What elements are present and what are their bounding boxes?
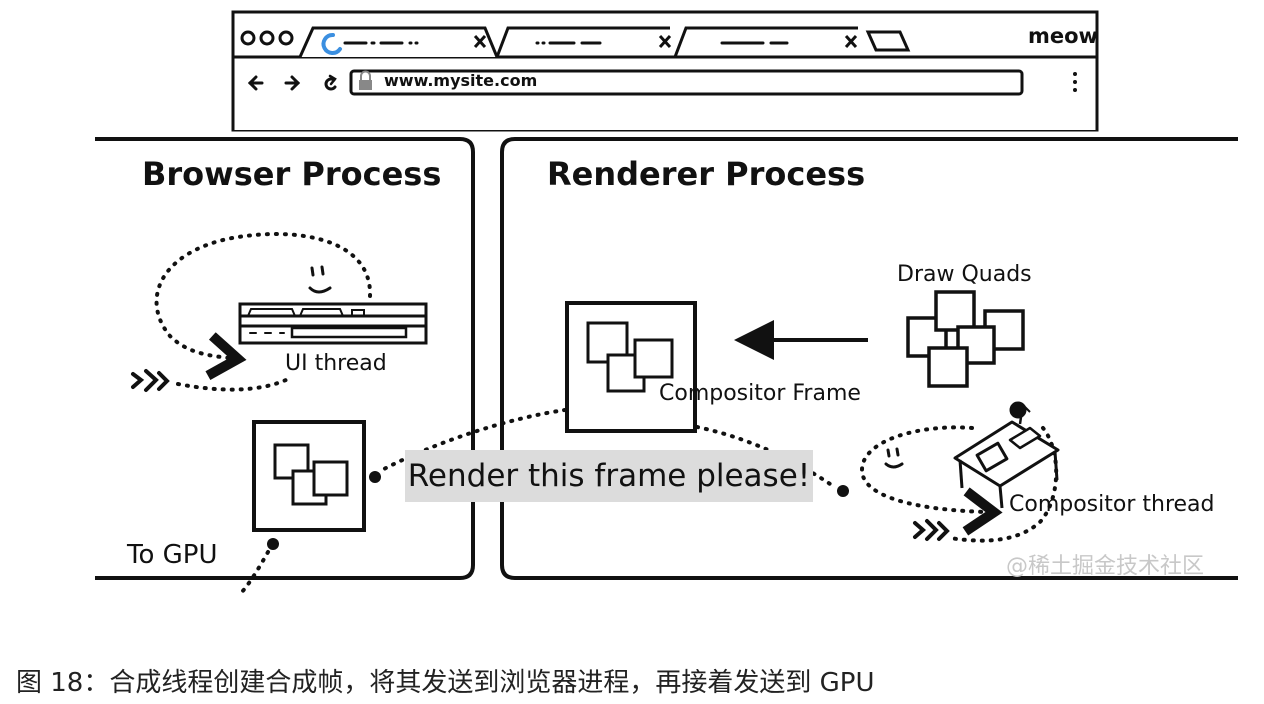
motion-lines-icon bbox=[131, 369, 170, 392]
motion-lines-icon bbox=[913, 519, 950, 541]
path-endpoint-dot bbox=[837, 485, 849, 497]
browser-menu-label: meow bbox=[1028, 24, 1098, 48]
to-gpu-label: To GPU bbox=[127, 540, 218, 570]
compositor-frame-label: Compositor Frame bbox=[659, 381, 861, 406]
drafting-table-icon bbox=[953, 401, 1060, 509]
path-endpoint-dot bbox=[369, 471, 381, 483]
ui-thread-loop bbox=[154, 232, 373, 392]
compositor-frame bbox=[565, 301, 697, 433]
loading-spinner-icon bbox=[321, 33, 342, 55]
forward-icon[interactable] bbox=[284, 75, 301, 91]
tab-2[interactable] bbox=[495, 26, 670, 58]
tab-3[interactable] bbox=[673, 26, 858, 58]
draw-quads-icon bbox=[906, 290, 1025, 388]
browser-process-title: Browser Process bbox=[142, 155, 442, 193]
render-request-message: Render this frame please! bbox=[405, 450, 813, 502]
smiley-face-icon bbox=[308, 265, 332, 294]
ui-thread-browser-icon bbox=[238, 302, 428, 345]
compositor-thread-label: Compositor thread bbox=[1009, 492, 1215, 517]
gpu-connector bbox=[240, 538, 279, 594]
new-tab-button[interactable] bbox=[865, 30, 911, 52]
url-text[interactable]: www.mysite.com bbox=[384, 71, 538, 90]
smiley-face-icon bbox=[884, 447, 904, 469]
figure-caption: 图 18：合成线程创建合成帧，将其发送到浏览器进程，再接着发送到 GPU bbox=[16, 668, 875, 698]
back-icon[interactable] bbox=[247, 75, 264, 91]
compositor-frame-in-browser bbox=[252, 420, 366, 532]
watermark: @稀土掘金技术社区 bbox=[1006, 554, 1205, 579]
renderer-process-title: Renderer Process bbox=[547, 155, 866, 193]
renderer-process-box bbox=[500, 137, 1238, 580]
draw-quads-label: Draw Quads bbox=[897, 262, 1032, 287]
browser-process-box bbox=[95, 137, 475, 580]
tab-close-icon[interactable] bbox=[844, 34, 858, 49]
address-bar[interactable] bbox=[349, 69, 1024, 96]
ui-thread-label: UI thread bbox=[285, 351, 387, 376]
window-controls[interactable] bbox=[240, 30, 294, 46]
lock-icon bbox=[359, 70, 372, 90]
tab-close-icon[interactable] bbox=[658, 34, 672, 49]
menu-icon[interactable] bbox=[1073, 72, 1077, 92]
tab-close-icon[interactable] bbox=[473, 34, 487, 49]
reload-icon[interactable] bbox=[324, 74, 337, 91]
